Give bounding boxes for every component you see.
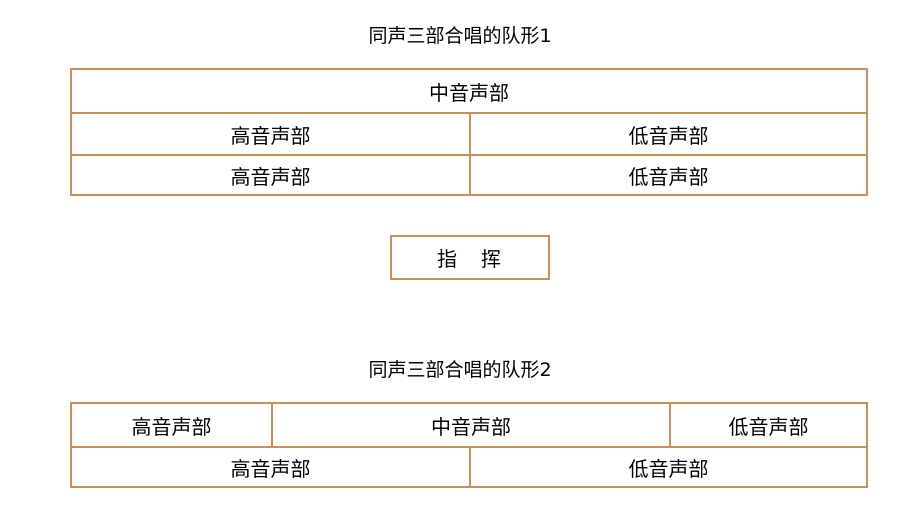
- formation-2-grid: 高音声部 中音声部 低音声部 高音声部 低音声部: [70, 402, 868, 488]
- bass-section-cell: 低音声部: [469, 114, 866, 154]
- bass-section-cell: 低音声部: [469, 448, 866, 486]
- bass-section-cell: 低音声部: [469, 156, 866, 194]
- alto-section-cell: 中音声部: [271, 404, 669, 446]
- formation-1-grid: 中音声部 高音声部 低音声部 高音声部 低音声部: [70, 68, 868, 196]
- bass-section-cell: 低音声部: [669, 404, 866, 446]
- soprano-section-cell: 高音声部: [131, 414, 212, 439]
- formation-2-title: 同声三部合唱的队形2: [368, 359, 552, 381]
- formation-1-title: 同声三部合唱的队形1: [368, 25, 552, 47]
- formation-1-row-3: 高音声部 低音声部: [72, 154, 866, 194]
- conductor-box: 指 挥: [390, 235, 550, 280]
- soprano-section-cell: 高音声部: [230, 123, 311, 148]
- formation-1-row-1: 中音声部: [72, 70, 866, 112]
- soprano-section-cell: 高音声部: [230, 164, 311, 189]
- formation-2-row-2: 高音声部 低音声部: [72, 446, 866, 486]
- soprano-section-cell: 高音声部: [230, 456, 311, 481]
- formation-2-row-1: 高音声部 中音声部 低音声部: [72, 404, 866, 446]
- formation-1-row-2: 高音声部 低音声部: [72, 112, 866, 154]
- alto-section-cell: 中音声部: [429, 80, 509, 105]
